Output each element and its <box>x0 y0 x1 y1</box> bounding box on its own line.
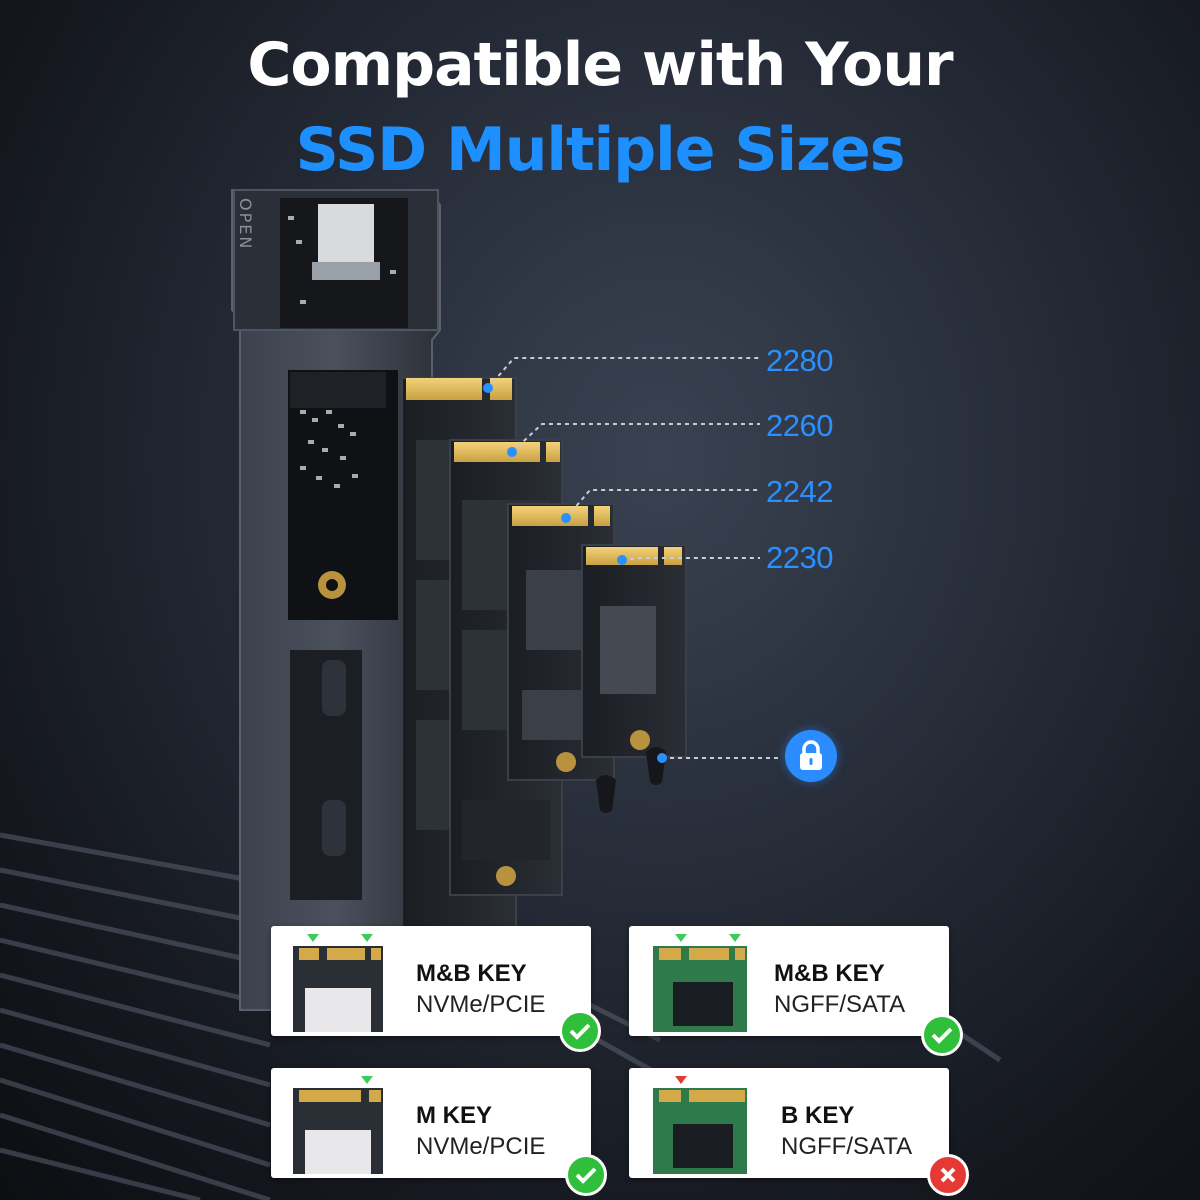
compat-type: NGFF/SATA <box>774 991 906 1018</box>
lock-icon <box>785 730 837 782</box>
size-label-2280: 2280 <box>766 343 833 378</box>
compat-type: NVMe/PCIE <box>416 991 546 1018</box>
check-icon <box>565 1154 607 1196</box>
close-icon <box>927 1154 969 1196</box>
ssd-2230 <box>581 544 687 758</box>
compat-key: M&B KEY <box>416 960 527 987</box>
compat-type: NVMe/PCIE <box>416 1133 546 1160</box>
headline-line-2: SSD Multiple Sizes <box>295 115 906 185</box>
enclosure-body <box>231 189 441 1011</box>
enclosure-open-label: OPEN <box>236 198 255 250</box>
m-key-ssd-thumbnail <box>293 1076 383 1174</box>
compat-key: M&B KEY <box>774 960 885 987</box>
headline-line-1: Compatible with Your <box>247 30 953 100</box>
compat-card-b-sata: B KEY NGFF/SATA <box>629 1068 969 1196</box>
compat-key: B KEY <box>781 1102 855 1129</box>
compat-key: M KEY <box>416 1102 493 1129</box>
compat-card-mb-nvme: M&B KEY NVMe/PCIE <box>271 926 601 1052</box>
size-leader-lines <box>487 357 780 759</box>
b-key-ssd-thumbnail <box>653 1076 747 1174</box>
compat-type: NGFF/SATA <box>781 1133 913 1160</box>
compat-card-mb-sata: M&B KEY NGFF/SATA <box>629 926 963 1056</box>
check-icon <box>921 1014 963 1056</box>
mb-key-sata-ssd-thumbnail <box>653 934 747 1032</box>
size-label-2260: 2260 <box>766 408 833 443</box>
mb-key-ssd-thumbnail <box>293 934 383 1032</box>
check-icon <box>559 1010 601 1052</box>
compat-card-m-nvme: M KEY NVMe/PCIE <box>271 1068 607 1196</box>
size-label-2242: 2242 <box>766 474 833 509</box>
size-label-2230: 2230 <box>766 540 833 575</box>
